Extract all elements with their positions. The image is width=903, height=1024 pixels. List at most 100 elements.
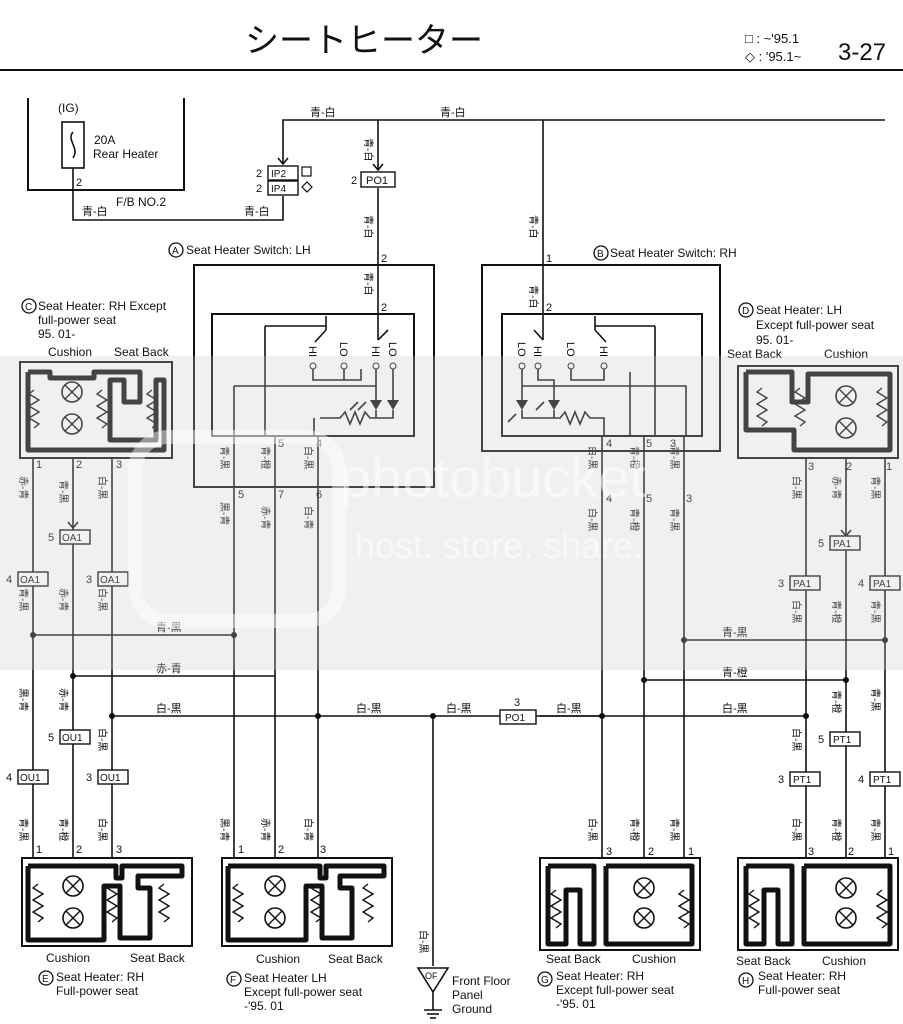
pin-number: 5	[818, 538, 824, 550]
seat-label-cushion: Cushion	[48, 345, 92, 359]
wire-label: 青-黒	[668, 818, 681, 841]
component-letter: E	[42, 974, 49, 985]
wire-label: 青-橙	[57, 818, 70, 841]
component-name: Seat Heater: RH	[758, 969, 846, 983]
seat-heater-c	[19, 361, 173, 459]
pin-number: 2	[546, 302, 552, 314]
pin-number: 3	[86, 772, 92, 784]
wire-label: 青-白	[244, 204, 270, 218]
pin-number: 1	[238, 844, 244, 856]
wire-label: 青-白	[440, 105, 466, 119]
wire-label: 青-橙	[628, 446, 641, 469]
wire-label: 白-黒	[417, 930, 430, 953]
pin-number: 2	[351, 175, 357, 187]
component-detail: Except full-power seat	[756, 318, 875, 332]
page-number: 3-27	[838, 39, 886, 66]
connector-label: PO1	[505, 713, 525, 724]
pin-number: 3	[808, 846, 814, 858]
connector-label: PA1	[873, 579, 892, 590]
wire-label: 青-白	[527, 285, 540, 308]
page-title: シートヒーター	[245, 22, 483, 60]
wire-label: 青-橙	[722, 665, 748, 679]
wire-label: 白-青	[302, 818, 315, 841]
component-detail: -'95. 01	[556, 997, 596, 1011]
wire-label: 青-橙	[830, 818, 843, 841]
component-letter: G	[541, 975, 549, 986]
seat-heater-h	[737, 857, 899, 951]
pin-number: 4	[606, 493, 612, 505]
wire-label: 白-黒	[96, 728, 109, 751]
component-badge	[738, 972, 754, 988]
pin-number: 2	[381, 253, 387, 265]
switch-label-lo: LO	[386, 342, 398, 357]
seat-heater-e	[21, 857, 193, 947]
wire-label: 黒-青	[17, 688, 30, 711]
pin-number: 3	[686, 493, 692, 505]
pin-number: 4	[606, 438, 612, 450]
component-letter: D	[742, 306, 749, 317]
component-detail: 95. 01-	[756, 333, 793, 347]
pin-number: 3	[86, 574, 92, 586]
component-letter: H	[742, 976, 749, 987]
wire-label: 青-橙	[628, 818, 641, 841]
component-badge	[226, 971, 242, 987]
pin-number: 3	[778, 774, 784, 786]
component-detail: Except full-power seat	[244, 985, 363, 999]
component-name: Seat Heater: RH	[56, 970, 144, 984]
pin-number: 3	[116, 844, 122, 856]
wire-label: 赤-青	[57, 588, 70, 611]
connector-label: OA1	[100, 575, 120, 586]
pin-number: 7	[278, 489, 284, 501]
wire-label: 赤-青	[156, 662, 182, 675]
wire-label: 青-白	[527, 215, 540, 238]
component-letter: A	[172, 246, 179, 257]
component-letter: B	[597, 249, 604, 260]
connector-label: OU1	[20, 773, 41, 784]
pin-number: 2	[381, 302, 387, 314]
wire-label: 青-黒	[218, 446, 231, 469]
watermark-logo	[128, 430, 346, 628]
component-detail: Except full-power seat	[556, 983, 675, 997]
wire-label: 青-黒	[869, 600, 882, 623]
ground-label: Front Floor	[452, 974, 511, 988]
component-detail: Full-power seat	[758, 983, 841, 997]
component-name: Seat Heater Switch: LH	[186, 243, 311, 257]
wire-label: 青-黒	[869, 476, 882, 499]
pin-number: 2	[76, 459, 82, 471]
wire-label: 赤-青	[17, 476, 30, 499]
component-badge	[738, 302, 754, 318]
component-letter: F	[230, 975, 236, 986]
wire-label: 赤-青	[830, 476, 843, 499]
seat-label-cushion: Cushion	[824, 347, 868, 361]
seat-label-cushion: Cushion	[256, 952, 300, 966]
component-name: Seat Heater: RH	[556, 969, 644, 983]
legend-diamond-mark	[301, 181, 313, 193]
component-letter: C	[25, 302, 32, 313]
connector-label: OU1	[62, 733, 83, 744]
wire-label: 白-黒	[356, 701, 382, 715]
wire-label: 青-黒	[668, 446, 681, 469]
wire-label: 青-黒	[722, 626, 748, 639]
connector-label: PT1	[793, 775, 812, 786]
wire-label: 白-黒	[446, 701, 472, 715]
component-name: Seat Heater LH	[244, 971, 327, 985]
pin-number: 3	[514, 697, 520, 709]
pin-number: 2	[848, 846, 854, 858]
connector-ip2-ip4	[267, 165, 299, 196]
legend-box-note: □ : ~'95.1	[745, 31, 799, 46]
seat-label-seatback: Seat Back	[130, 951, 186, 965]
wire-label: 白-黒	[790, 476, 803, 499]
pin-number: 5	[48, 732, 54, 744]
pin-number: 5	[278, 438, 284, 450]
pin-number: 3	[808, 461, 814, 473]
wire-label: 白-黒	[556, 701, 582, 715]
pin-number: 3	[116, 459, 122, 471]
wire-label: 赤-青	[57, 688, 70, 711]
component-detail: 95. 01-	[38, 327, 75, 341]
component-detail: Full-power seat	[56, 984, 139, 998]
seat-label-seatback: Seat Back	[727, 347, 783, 361]
pin-number: 5	[818, 734, 824, 746]
fuse-block: (IG) 20A Rear Heater 2 F/B NO.2	[27, 98, 185, 209]
pin-number: 5	[238, 489, 244, 501]
